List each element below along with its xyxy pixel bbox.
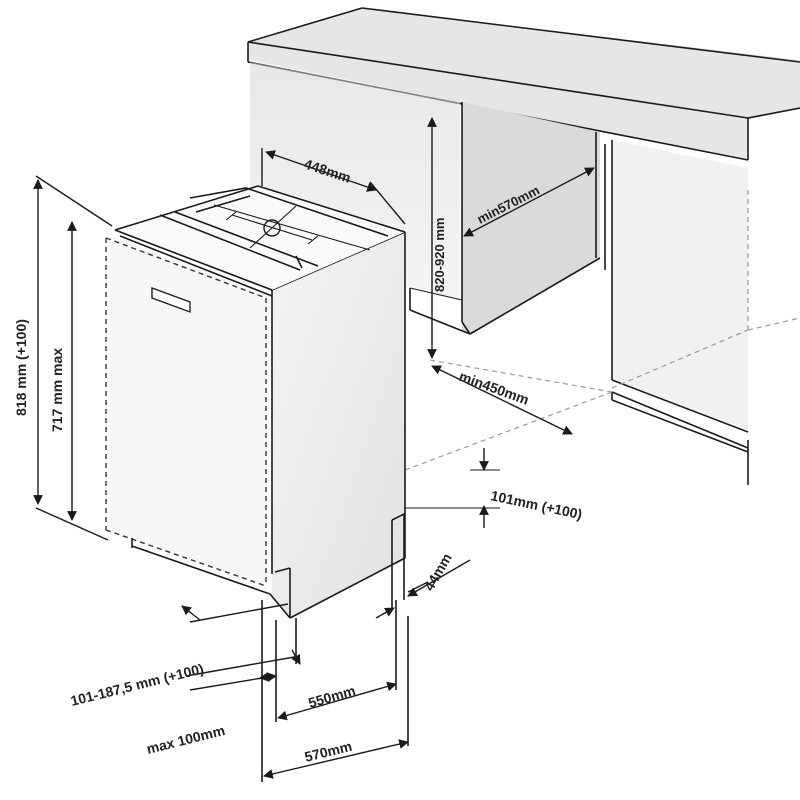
dimension-niche-height: 820-920 mm [427,117,447,359]
dimension-max-100: max 100mm [145,600,277,782]
label-height-818: 818 mm (+100) [13,319,29,416]
dimension-door-offset: 101-187,5 mm (+100) [69,603,301,709]
dimension-depth-570: 570mm [263,616,409,779]
label-height-717: 717 mm max [49,348,65,432]
door-handle-icon [151,287,191,313]
label-niche-width: min450mm [457,368,531,408]
label-plinth-101: 101mm (+100) [489,487,583,522]
label-depth-550: 550mm [306,682,357,711]
dishwasher-appliance [105,185,406,619]
dimension-niche-width: min450mm [431,365,573,435]
dimension-height-818: 818 mm (+100) [13,175,113,541]
label-niche-height: 820-920 mm [432,218,447,292]
right-cabinet [611,140,800,485]
dimension-height-717: 717 mm max [49,221,77,521]
label-door-offset: 101-187,5 mm (+100) [69,660,205,709]
label-max-100: max 100mm [145,722,227,757]
spray-arm-icon [225,205,319,269]
